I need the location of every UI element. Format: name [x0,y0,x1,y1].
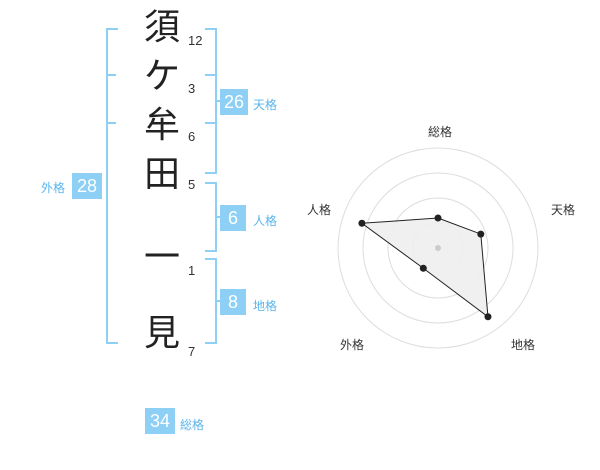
radar-grid-ring-2 [362,172,514,324]
gaikaku-bracket [106,28,118,344]
jinkaku-value: 6 [220,205,246,231]
gaikaku-value: 28 [72,173,102,199]
name-char-2: ケ [143,56,180,97]
radar-grid-ring-1 [337,147,539,349]
name-char-3: 牟 [143,105,180,146]
tenkaku-bracket-connector [215,100,221,102]
radar-point-1 [434,214,442,222]
gaikaku-bracket-tick-1 [106,74,116,76]
soukaku-value: 34 [145,408,175,434]
stroke-count-6: 7 [188,344,196,359]
stroke-count-3: 6 [188,129,196,144]
chikaku-bracket-connector [215,300,221,302]
radar-axis-label-chikaku: 地格 [511,338,536,352]
soukaku-label: 総格 [180,418,205,432]
radar-point-4 [419,264,427,272]
tenkaku-bracket-tick-2 [205,122,215,124]
radar-chart [337,147,539,349]
radar-point-3 [484,313,492,321]
radar-axis-label-soukaku: 総格 [428,125,453,139]
stroke-count-4: 5 [188,177,196,192]
radar-point-5 [358,219,366,227]
jinkaku-label: 人格 [253,214,278,228]
gaikaku-bracket-tick-2 [106,122,116,124]
stroke-count-1: 12 [188,33,203,48]
radar-axis-label-gaikaku: 外格 [340,338,365,352]
radar-center-point [435,245,441,251]
jinkaku-bracket-connector [215,216,221,218]
chikaku-label: 地格 [253,299,278,313]
chikaku-value: 8 [220,289,246,315]
name-char-4: 田 [143,154,180,195]
stroke-count-5: 1 [188,263,196,278]
tenkaku-value: 26 [220,89,248,115]
name-char-5: 一 [143,237,180,278]
name-char-1: 須 [143,7,180,48]
name-char-6: 見 [143,313,180,354]
radar-grid-ring-3 [387,197,489,299]
gaikaku-label: 外格 [41,181,66,195]
tenkaku-bracket-tick-1 [205,74,215,76]
stroke-count-2: 3 [188,81,196,96]
tenkaku-label: 天格 [253,98,278,112]
radar-axis-label-tenkaku: 天格 [551,203,576,217]
radar-point-2 [477,230,485,238]
radar-axis-label-jinkaku: 人格 [307,203,332,217]
